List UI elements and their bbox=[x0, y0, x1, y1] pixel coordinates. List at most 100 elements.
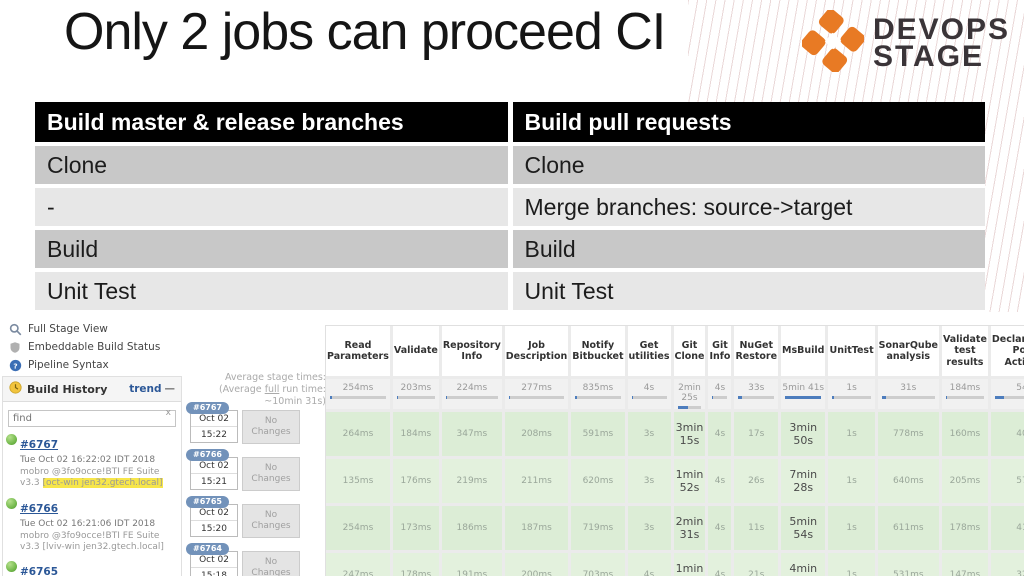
stage-duration-cell[interactable]: 4s bbox=[708, 553, 732, 576]
run-badge-link[interactable]: #6764 bbox=[186, 543, 229, 555]
stage-duration-cell[interactable]: 186ms bbox=[441, 506, 502, 550]
stage-duration-cell[interactable]: 40s bbox=[990, 412, 1024, 456]
average-time-bar-fill bbox=[994, 396, 1005, 399]
build-history-search-input[interactable] bbox=[8, 410, 176, 427]
average-time-cell: 203ms bbox=[392, 379, 439, 409]
build-link[interactable]: #6767 bbox=[20, 439, 59, 451]
stage-duration-cell[interactable]: 1s bbox=[828, 459, 875, 503]
stage-duration-cell[interactable]: 21s bbox=[734, 553, 779, 576]
stage-duration-cell[interactable]: 254ms bbox=[326, 506, 390, 550]
stage-duration-cell[interactable]: 3min 15s bbox=[673, 412, 706, 456]
average-time-bar bbox=[785, 396, 822, 399]
sidebar-link-full-stage-view[interactable]: Full Stage View bbox=[8, 320, 178, 338]
stage-duration-cell[interactable]: 1s bbox=[828, 412, 875, 456]
stage-duration-cell[interactable]: 205ms bbox=[941, 459, 988, 503]
stage-duration-cell[interactable]: 1s bbox=[828, 506, 875, 550]
build-link[interactable]: #6766 bbox=[20, 502, 59, 515]
average-time-cell: 224ms bbox=[441, 379, 502, 409]
build-link[interactable]: #6765 bbox=[20, 566, 59, 576]
stage-duration-cell[interactable]: 1min 52s bbox=[673, 459, 706, 503]
stage-duration-cell[interactable]: 173ms bbox=[392, 506, 439, 550]
stage-duration-cell[interactable]: 264ms bbox=[326, 412, 390, 456]
stage-duration-cell[interactable]: 200ms bbox=[504, 553, 569, 576]
stage-column-header-unittest: UnitTest bbox=[828, 326, 875, 376]
stage-duration-cell[interactable]: 3min 50s bbox=[781, 412, 826, 456]
stage-duration-cell[interactable]: 719ms bbox=[571, 506, 625, 550]
stage-duration-cell[interactable]: 160ms bbox=[941, 412, 988, 456]
stage-duration-cell[interactable]: 184ms bbox=[392, 412, 439, 456]
average-time-bar bbox=[994, 396, 1024, 399]
run-time: 15:22 bbox=[191, 426, 237, 442]
stage-duration-cell[interactable]: 4s bbox=[708, 506, 732, 550]
stage-duration-cell[interactable]: 11s bbox=[734, 506, 779, 550]
sidebar-link-embeddable-build-status[interactable]: Embeddable Build Status bbox=[8, 338, 178, 356]
stage-duration-cell[interactable]: 219ms bbox=[441, 459, 502, 503]
average-time-cell: 33s bbox=[734, 379, 779, 409]
logo-word-stage: STAGE bbox=[872, 39, 985, 73]
stage-duration-cell[interactable]: 32s bbox=[990, 553, 1024, 576]
devops-stage-pinwheel-icon bbox=[800, 8, 866, 77]
sidebar-link-pipeline-syntax[interactable]: ? Pipeline Syntax bbox=[8, 356, 178, 374]
trend-sparkline-icon: — bbox=[164, 383, 176, 395]
stage-duration-cell[interactable]: 4s bbox=[627, 553, 671, 576]
build-status-success-icon bbox=[6, 561, 17, 572]
stage-duration-cell[interactable]: 135ms bbox=[326, 459, 390, 503]
average-time-cell: 1s bbox=[828, 379, 875, 409]
build-date: Tue Oct 02 16:22:02 IDT 2018 bbox=[20, 455, 156, 465]
stage-duration-cell[interactable]: 703ms bbox=[571, 553, 625, 576]
stage-duration-cell[interactable]: 4s bbox=[708, 459, 732, 503]
sidebar-link-label: Pipeline Syntax bbox=[28, 359, 109, 371]
sidebar-link-label: Full Stage View bbox=[28, 323, 108, 335]
stage-duration-cell[interactable]: 7min 28s bbox=[781, 459, 826, 503]
stage-duration-cell[interactable]: 178ms bbox=[941, 506, 988, 550]
run-badge-link[interactable]: #6767 bbox=[186, 402, 229, 414]
build-description-text: mobro @3fo9occe!BTI FE Suite v3.3 [lviv-… bbox=[20, 530, 164, 552]
stage-duration-cell[interactable]: 57s bbox=[990, 459, 1024, 503]
stage-duration-cell[interactable]: 211ms bbox=[504, 459, 569, 503]
trend-link[interactable]: trend— bbox=[129, 383, 175, 395]
stage-duration-cell[interactable]: 3s bbox=[627, 412, 671, 456]
run-badge-link[interactable]: #6766 bbox=[186, 449, 229, 461]
average-time-value: 31s bbox=[900, 383, 917, 393]
stage-duration-cell[interactable]: 176ms bbox=[392, 459, 439, 503]
stage-duration-cell[interactable]: 187ms bbox=[504, 506, 569, 550]
stage-duration-cell[interactable]: 147ms bbox=[941, 553, 988, 576]
stage-duration-cell[interactable]: 640ms bbox=[877, 459, 939, 503]
stage-duration-cell[interactable]: 208ms bbox=[504, 412, 569, 456]
stage-duration-cell[interactable]: 620ms bbox=[571, 459, 625, 503]
stage-duration-cell[interactable]: 1min 37s bbox=[673, 553, 706, 576]
stage-duration-cell[interactable]: 4s bbox=[708, 412, 732, 456]
stage-duration-cell[interactable]: 347ms bbox=[441, 412, 502, 456]
sidebar-link-label: Embeddable Build Status bbox=[28, 341, 161, 353]
full-run-time-link[interactable]: full bbox=[264, 383, 280, 395]
stage-duration-cell[interactable]: 1s bbox=[828, 553, 875, 576]
stage-duration-cell[interactable]: 611ms bbox=[877, 506, 939, 550]
comparison-cell: Build bbox=[512, 230, 985, 268]
stage-duration-cell[interactable]: 247ms bbox=[326, 553, 390, 576]
stage-duration-cell[interactable]: 5min 54s bbox=[781, 506, 826, 550]
average-time-value: 54s bbox=[1016, 383, 1024, 393]
stage-duration-cell[interactable]: 778ms bbox=[877, 412, 939, 456]
stage-duration-cell[interactable]: 3s bbox=[627, 459, 671, 503]
stage-duration-cell[interactable]: 178ms bbox=[392, 553, 439, 576]
stage-duration-cell[interactable]: 26s bbox=[734, 459, 779, 503]
stage-duration-cell[interactable]: 3s bbox=[627, 506, 671, 550]
run-badge-link[interactable]: #6765 bbox=[186, 496, 229, 508]
svg-text:?: ? bbox=[13, 361, 17, 370]
stage-duration-cell[interactable]: 41s bbox=[990, 506, 1024, 550]
stage-duration-cell[interactable]: 2min 31s bbox=[673, 506, 706, 550]
stage-duration-cell[interactable]: 191ms bbox=[441, 553, 502, 576]
stage-duration-cell[interactable]: 4min 50s bbox=[781, 553, 826, 576]
stage-duration-cell[interactable]: 17s bbox=[734, 412, 779, 456]
stage-duration-cell[interactable]: 531ms bbox=[877, 553, 939, 576]
stage-column-header-validate: Validate bbox=[392, 326, 439, 376]
stage-duration-cell[interactable]: 591ms bbox=[571, 412, 625, 456]
search-clear-icon[interactable]: x bbox=[165, 408, 171, 418]
